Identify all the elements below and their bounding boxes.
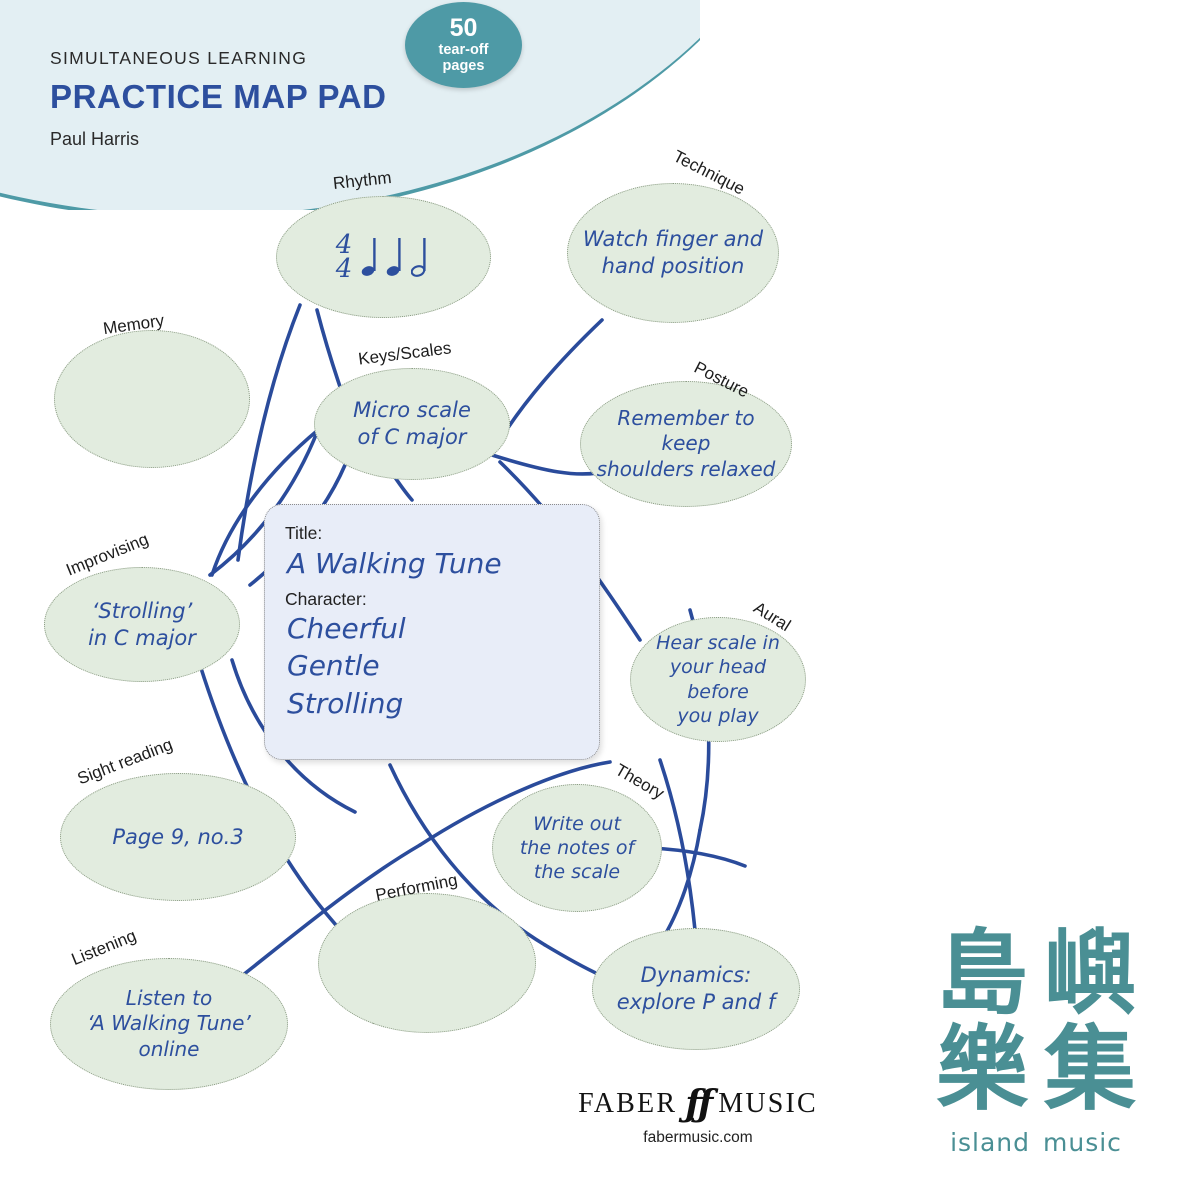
- header-text-block: SIMULTANEOUS LEARNING PRACTICE MAP PAD P…: [50, 48, 387, 150]
- island-han-characters: 島 嶼 樂 集: [930, 928, 1142, 1116]
- series-kicker: SIMULTANEOUS LEARNING: [50, 48, 308, 68]
- bubble-sight-reading-text: Page 9, no.3: [112, 824, 244, 849]
- bubble-dynamics-oval: Dynamics: explore P and f: [592, 928, 800, 1050]
- bubble-listening[interactable]: Listen to ‘A Walking Tune’ online: [50, 958, 288, 1090]
- bubble-rhythm-oval: 4 4: [276, 196, 491, 318]
- character-value: Cheerful Gentle Strolling: [287, 611, 406, 721]
- rhythm-notation: 4 4: [335, 229, 432, 284]
- bubble-dynamics[interactable]: Dynamics: explore P and f: [592, 928, 800, 1050]
- bubble-posture-text: Remember to keep shoulders relaxed: [596, 405, 776, 481]
- badge-caption: tear-off pages: [438, 41, 489, 74]
- time-signature-icon: 4 4: [335, 229, 353, 284]
- bubble-posture-oval: Remember to keep shoulders relaxed: [580, 381, 792, 507]
- bubble-aural-text: Hear scale in your head before you play: [656, 631, 780, 727]
- han-char-4: 集: [1043, 1016, 1136, 1123]
- bubble-keys-scales-oval: Micro scale of C major: [314, 368, 510, 480]
- bubble-theory[interactable]: Write out the notes of the scale: [492, 784, 662, 912]
- bubble-keys-scales[interactable]: Micro scale of C major: [314, 368, 510, 480]
- island-music-logo: 島 嶼 樂 集 island music: [930, 928, 1142, 1158]
- title-label: Title:: [285, 523, 323, 543]
- bubble-keys-scales-text: Micro scale of C major: [353, 398, 471, 449]
- bubble-sight-reading-oval: Page 9, no.3: [60, 773, 296, 901]
- header-band: [0, 0, 700, 210]
- bubble-improvising-text: ‘Strolling’ in C major: [88, 598, 196, 650]
- centre-card[interactable]: Title: A Walking Tune Character: Cheerfu…: [264, 504, 600, 760]
- faber-music-logo: FABER ƒƒ MUSIC fabermusic.com: [573, 1086, 823, 1147]
- han-char-3: 樂: [935, 1016, 1028, 1123]
- island-wordmark: island music: [930, 1128, 1142, 1157]
- bubble-sight-reading[interactable]: Page 9, no.3: [60, 773, 296, 901]
- bubble-listening-text: Listen to ‘A Walking Tune’ online: [87, 985, 251, 1061]
- han-char-2: 嶼: [1043, 920, 1136, 1027]
- bubble-aural[interactable]: Hear scale in your head before you play: [630, 617, 806, 742]
- bubble-technique[interactable]: Watch finger and hand position: [567, 183, 779, 323]
- bubble-performing-oval: [318, 893, 536, 1033]
- faber-ff-icon: ƒƒ: [685, 1083, 713, 1125]
- tune-title-value: A Walking Tune: [287, 547, 502, 580]
- bubble-theory-text: Write out the notes of the scale: [519, 812, 635, 884]
- badge-count: 50: [449, 13, 478, 42]
- bubble-performing[interactable]: [318, 893, 536, 1033]
- han-char-1: 島: [935, 920, 1028, 1027]
- quarter-note-icon: [387, 238, 401, 276]
- bubble-listening-oval: Listen to ‘A Walking Tune’ online: [50, 958, 288, 1090]
- tear-off-badge: 50 tear-off pages: [405, 2, 522, 88]
- note-group: [361, 234, 431, 280]
- bubble-technique-oval: Watch finger and hand position: [567, 183, 779, 323]
- bubble-technique-text: Watch finger and hand position: [582, 227, 764, 278]
- bubble-memory[interactable]: [54, 330, 250, 468]
- faber-logo-row: FABER ƒƒ MUSIC: [573, 1086, 823, 1122]
- faber-word-left: FABER: [578, 1088, 678, 1119]
- quarter-note-icon: [362, 238, 376, 276]
- bubble-posture[interactable]: Remember to keep shoulders relaxed: [580, 381, 792, 507]
- island-wordmark-left: island: [950, 1128, 1031, 1157]
- author-name: Paul Harris: [50, 129, 140, 149]
- bubble-theory-oval: Write out the notes of the scale: [492, 784, 662, 912]
- bubble-memory-oval: [54, 330, 250, 468]
- bubble-improvising-oval: ‘Strolling’ in C major: [44, 567, 240, 682]
- bubble-dynamics-text: Dynamics: explore P and f: [616, 963, 776, 1014]
- bubble-improvising[interactable]: ‘Strolling’ in C major: [44, 567, 240, 682]
- character-label: Character:: [285, 588, 367, 609]
- bubble-aural-oval: Hear scale in your head before you play: [630, 617, 806, 742]
- faber-url: fabermusic.com: [643, 1129, 753, 1146]
- island-wordmark-right: music: [1043, 1128, 1122, 1157]
- faber-word-right: MUSIC: [718, 1088, 818, 1119]
- page-title: PRACTICE MAP PAD: [50, 78, 387, 115]
- half-note-icon: [411, 238, 426, 277]
- bubble-rhythm[interactable]: 4 4: [276, 196, 491, 318]
